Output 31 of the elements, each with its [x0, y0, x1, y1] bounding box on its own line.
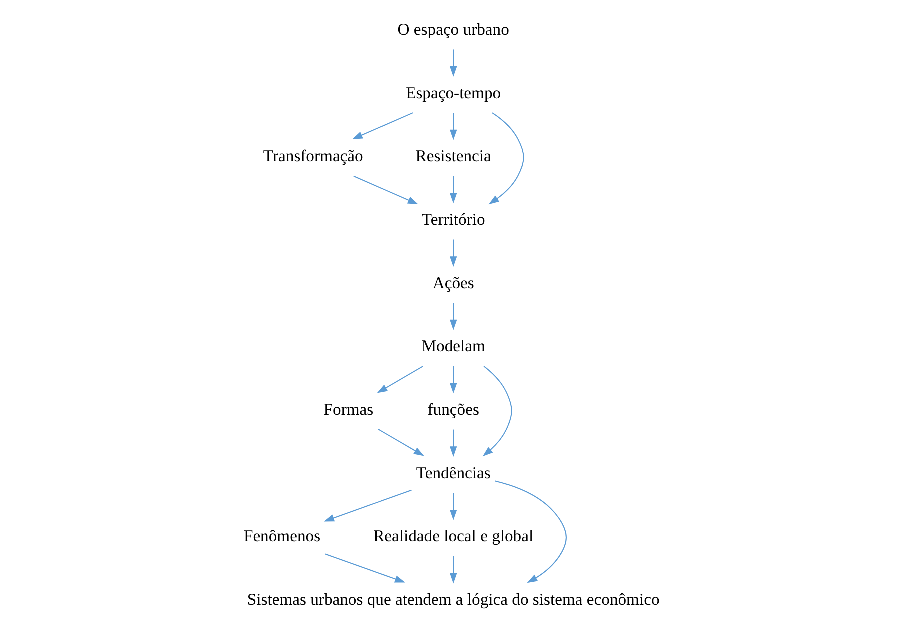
arrow — [325, 554, 406, 583]
node-text: Resistencia — [416, 146, 492, 166]
arrow — [482, 366, 512, 457]
node-text: Formas — [324, 400, 374, 419]
node-text: Fenômenos — [244, 526, 321, 546]
node-text: Território — [422, 210, 486, 229]
arrow — [450, 366, 458, 394]
arrow — [324, 490, 412, 522]
node-text: Modelam — [422, 336, 486, 356]
node-text: Ações — [432, 273, 474, 292]
arrow — [450, 430, 458, 457]
node-text: Realidade local e global — [374, 526, 534, 546]
arrow — [450, 556, 458, 584]
node-text: funções — [428, 400, 480, 419]
arrow — [488, 112, 524, 205]
arrow — [378, 429, 424, 456]
arrow — [450, 50, 458, 77]
arrow — [450, 176, 458, 204]
arrow — [377, 366, 424, 394]
node-text: Sistemas urbanos que atendem a lógica do sistema econômico — [247, 590, 660, 610]
arrow — [352, 112, 414, 140]
node-text: O espaço urbano — [398, 20, 510, 39]
arrow — [450, 113, 458, 140]
arrow — [450, 303, 458, 330]
node-text: Espaço-tempo — [406, 83, 502, 102]
arrow — [495, 480, 567, 584]
arrow — [450, 240, 458, 267]
arrow — [354, 176, 418, 205]
node-text: Tendências — [416, 463, 491, 482]
node-text: Transformação — [263, 146, 364, 166]
arrow — [450, 493, 458, 520]
